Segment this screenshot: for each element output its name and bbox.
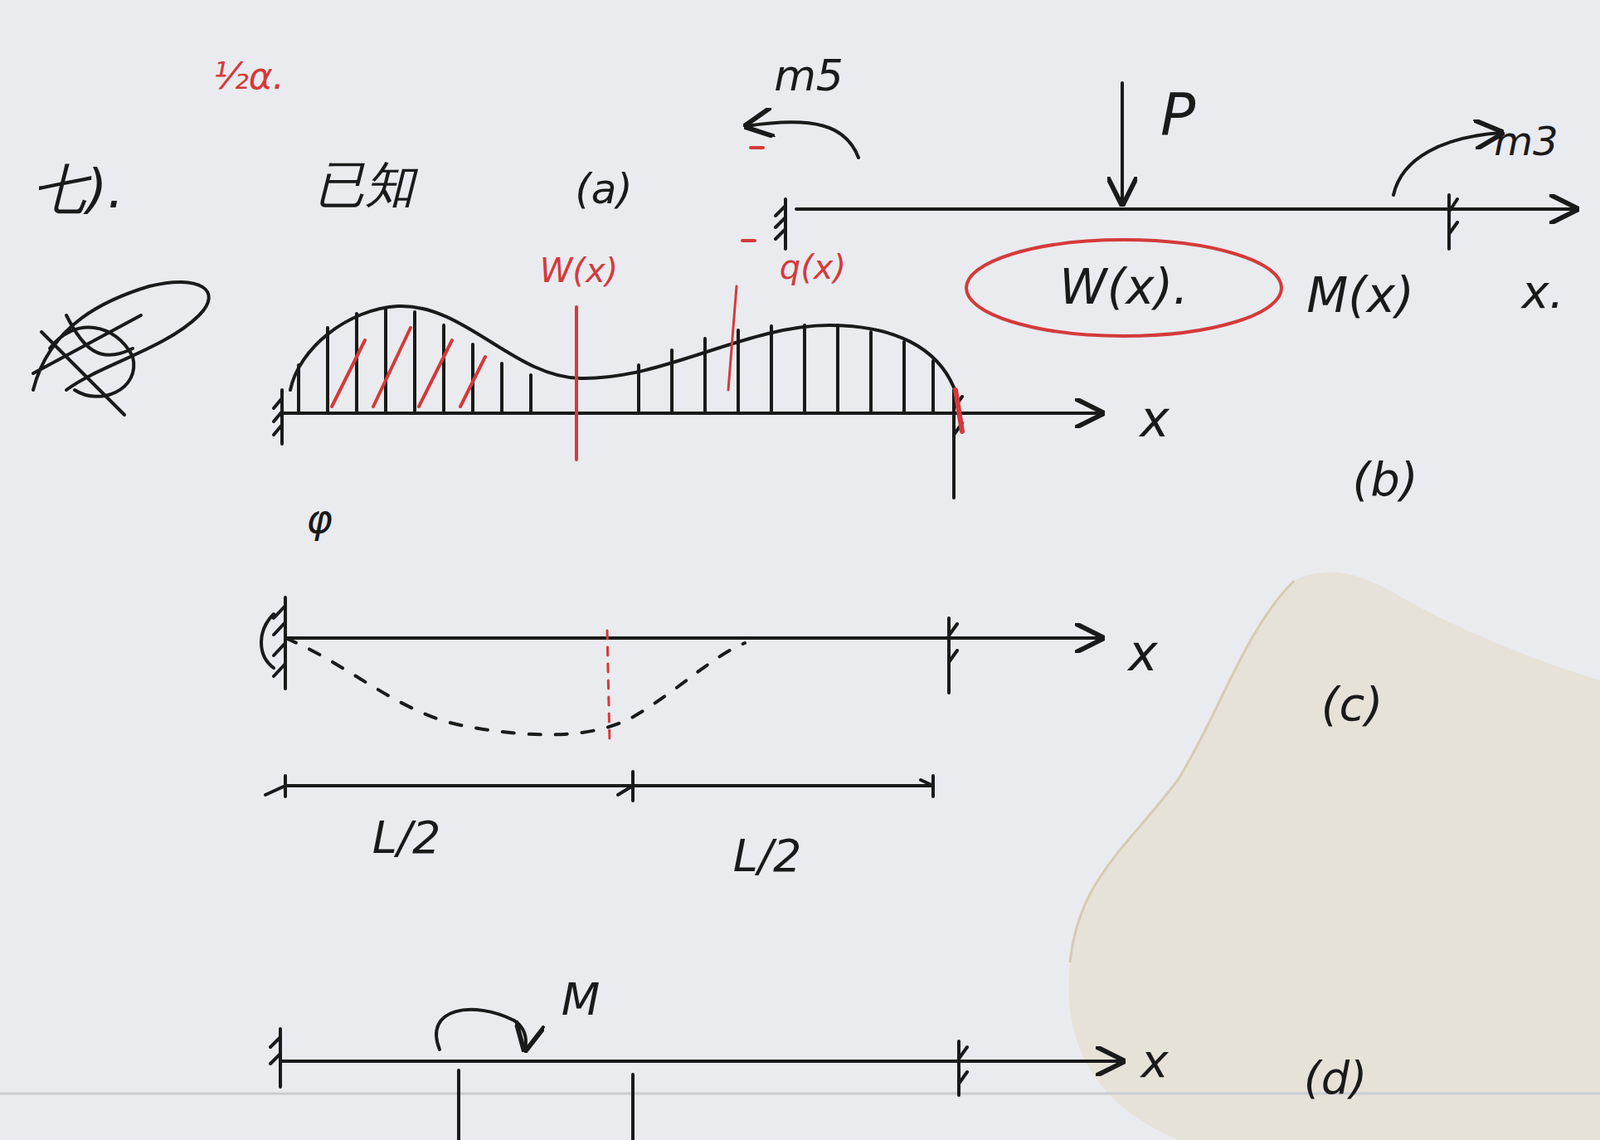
moment-function-label: M(x)	[1306, 269, 1415, 323]
moment-label: m3	[1493, 119, 1558, 164]
figure-label: (d)	[1303, 1053, 1367, 1103]
figure-a	[742, 82, 1576, 249]
given-heading: 已知	[315, 156, 415, 212]
problem-number: 七).	[33, 160, 124, 219]
axis-label: x	[1140, 1035, 1168, 1087]
paper-stain	[1069, 572, 1600, 1140]
figure-c	[261, 597, 1102, 801]
red-circle	[966, 239, 1282, 336]
force-label: P	[1160, 82, 1196, 147]
rotation-label: φ	[306, 496, 333, 541]
moment-label: M	[561, 974, 601, 1024]
axis-label: x.	[1522, 266, 1565, 318]
moment-label: m5	[773, 52, 844, 100]
figure-label: (c)	[1321, 678, 1383, 730]
dimension-label: L/2	[733, 831, 803, 881]
crossed-out-scribble	[33, 282, 210, 415]
paper-stain-edge	[1069, 580, 1294, 963]
figure-label: (a)	[574, 166, 633, 213]
figure-d	[270, 1009, 1123, 1140]
dimension-label: L/2	[372, 812, 442, 862]
axis-label: x	[1128, 625, 1158, 681]
deflection-label: W(x)	[539, 252, 618, 289]
axis-label: x	[1139, 391, 1170, 447]
figure-label: (b)	[1351, 453, 1418, 506]
figure-b	[273, 286, 1102, 498]
deflection-label: W(x).	[1059, 261, 1188, 315]
score-note: ½α.	[213, 56, 285, 97]
load-label: q(x)	[779, 248, 847, 286]
